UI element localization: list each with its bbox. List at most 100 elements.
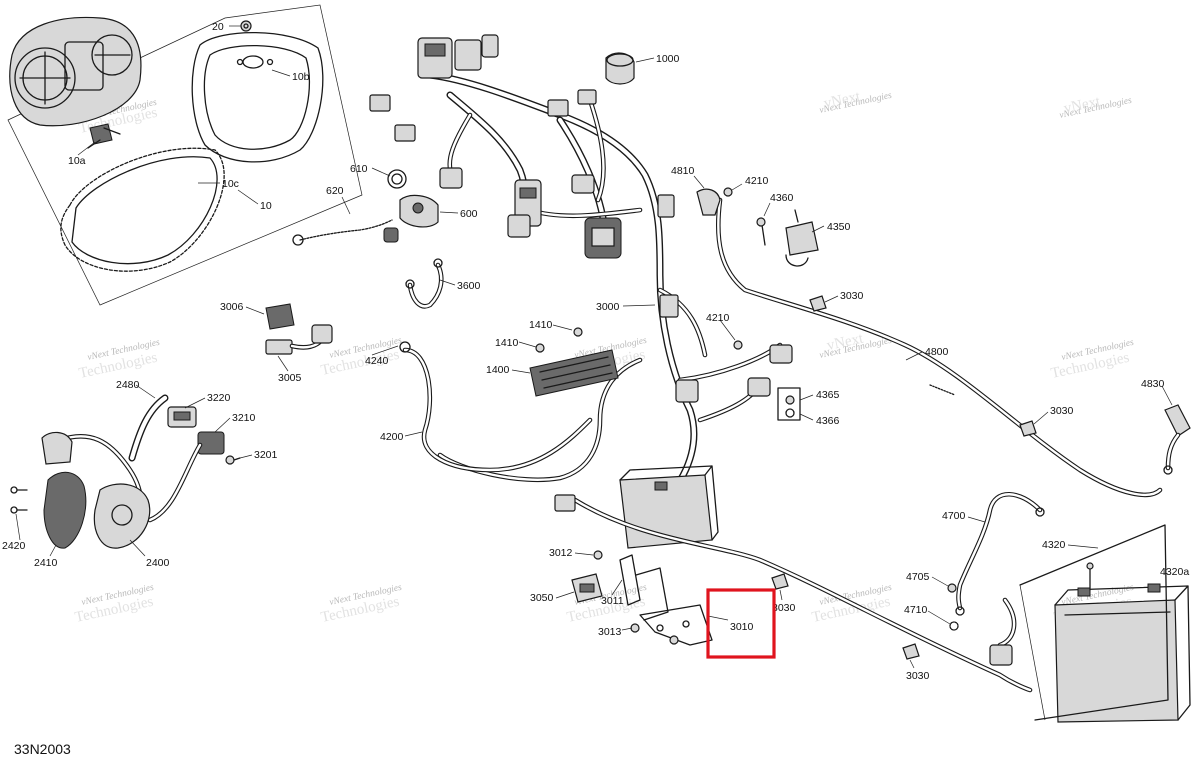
harness-connector[interactable]: [439, 167, 542, 238]
screw-3201-part[interactable]: [225, 455, 241, 465]
battery-strap-4320-part[interactable]: [1019, 524, 1169, 721]
highlight-box-3010[interactable]: [706, 588, 776, 659]
label-1410: 1410: [495, 337, 519, 349]
nut-3013-part[interactable]: [630, 623, 679, 645]
leader-line: [635, 57, 655, 63]
harness-connector[interactable]: [454, 34, 499, 71]
label-4710: 4710: [904, 604, 928, 616]
battery-part[interactable]: [1054, 583, 1191, 723]
watermark: vNext Technologies Technologies: [74, 583, 156, 626]
label-3005: 3005: [278, 372, 302, 384]
leader-line: [135, 384, 156, 399]
leader-line: [77, 141, 96, 156]
leader-line: [371, 345, 399, 356]
leader-line: [184, 397, 206, 409]
leader-lines: [15, 57, 1173, 669]
connector-3005-part[interactable]: [265, 324, 333, 355]
watermark: vNext Technologies vNext: [819, 88, 894, 115]
leader-line: [1067, 544, 1099, 549]
leader-line: [214, 417, 231, 433]
label-10b: 10b: [292, 71, 310, 83]
hose-2480-part[interactable]: [128, 394, 169, 462]
label-4210: 4210: [745, 175, 769, 187]
leader-line: [271, 69, 291, 77]
nut-1410-part[interactable]: [535, 327, 583, 353]
label-20: 20: [212, 21, 224, 33]
connector-3050-part[interactable]: [571, 573, 603, 603]
leader-line: [404, 431, 423, 437]
label-4240: 4240: [365, 355, 389, 367]
coil-cord-620-part[interactable]: [292, 219, 399, 246]
cable-3600-part[interactable]: [405, 258, 444, 309]
bracket-plate-3010-part[interactable]: [639, 604, 713, 646]
nut-3030-part[interactable]: [902, 643, 920, 660]
label-3006: 3006: [220, 301, 244, 313]
leader-line: [719, 319, 736, 341]
switch-600-part[interactable]: [399, 194, 439, 228]
grommet-610-part[interactable]: [387, 169, 407, 189]
connector-3210-part[interactable]: [197, 431, 225, 455]
gauge-cluster-part[interactable]: [9, 16, 142, 127]
screw-2420-part[interactable]: [10, 486, 28, 514]
key-switch-1000-part[interactable]: [605, 52, 635, 85]
leader-line: [439, 211, 459, 214]
label-620: 620: [326, 185, 344, 197]
watermark-text: vNext: [823, 88, 863, 111]
leader-line: [763, 202, 771, 217]
bolt-4320a-part[interactable]: [1086, 562, 1094, 591]
label-4200: 4200: [380, 431, 404, 443]
label-3030: 3030: [772, 602, 796, 614]
leader-line: [799, 413, 814, 421]
connector-4810-part[interactable]: [696, 188, 721, 216]
main-harness-part[interactable]: [426, 71, 783, 499]
leader-line: [811, 225, 825, 233]
connector-3220-part[interactable]: [167, 406, 197, 428]
leader-line: [245, 306, 265, 315]
harness-connector[interactable]: [554, 494, 1013, 666]
washer-4365-part[interactable]: [777, 387, 801, 421]
nut-3012-part[interactable]: [593, 550, 603, 560]
switch-housing-2400-part[interactable]: [93, 483, 151, 549]
label-2420: 2420: [2, 540, 26, 552]
harness-connector[interactable]: [571, 174, 622, 259]
harness-connector[interactable]: [417, 37, 453, 79]
cluster-lens-part[interactable]: [60, 147, 225, 272]
label-10a: 10a: [68, 155, 86, 167]
nut-3030-part[interactable]: [1019, 420, 1037, 437]
harness-branch-wire[interactable]: [572, 497, 1033, 693]
label-4700: 4700: [942, 510, 966, 522]
leader-line: [518, 341, 537, 348]
cable-4200-part[interactable]: [399, 341, 593, 473]
label-3030: 3030: [840, 290, 864, 302]
nut-3030-part[interactable]: [809, 295, 827, 312]
relay-bracket-3011-part[interactable]: [619, 554, 669, 621]
harness-connector[interactable]: [369, 94, 416, 142]
label-10: 10: [260, 200, 272, 212]
washer-4705-part[interactable]: [947, 583, 957, 593]
rocker-switch-3006-part[interactable]: [265, 303, 295, 330]
leader-line: [621, 627, 633, 631]
ground-wire-4800-part[interactable]: [716, 197, 1163, 498]
terminal-4830-part[interactable]: [1163, 404, 1191, 475]
cluster-bezel-part[interactable]: [191, 31, 324, 163]
nut-part[interactable]: [240, 20, 252, 32]
bolt-4360-part[interactable]: [756, 217, 766, 246]
label-3600: 3600: [457, 280, 481, 292]
label-2410: 2410: [34, 557, 58, 569]
leader-line: [439, 279, 456, 286]
cluster-connector-part[interactable]: [87, 123, 121, 149]
harness-connector[interactable]: [547, 89, 793, 403]
nut-3030-part[interactable]: [771, 573, 789, 590]
switch-cover-2410-part[interactable]: [41, 431, 87, 549]
star-washer-4710-part[interactable]: [949, 621, 959, 631]
sensor-4350-part[interactable]: [785, 209, 819, 267]
regulator-1400-part[interactable]: [529, 349, 619, 397]
cable-4700-part[interactable]: [955, 492, 1045, 616]
cluster-inset-frame: [7, 4, 363, 306]
leader-line: [622, 304, 656, 307]
nut-4210-part[interactable]: [723, 187, 743, 350]
watermark-text: vNext: [826, 330, 866, 353]
label-3010: 3010: [730, 621, 754, 633]
